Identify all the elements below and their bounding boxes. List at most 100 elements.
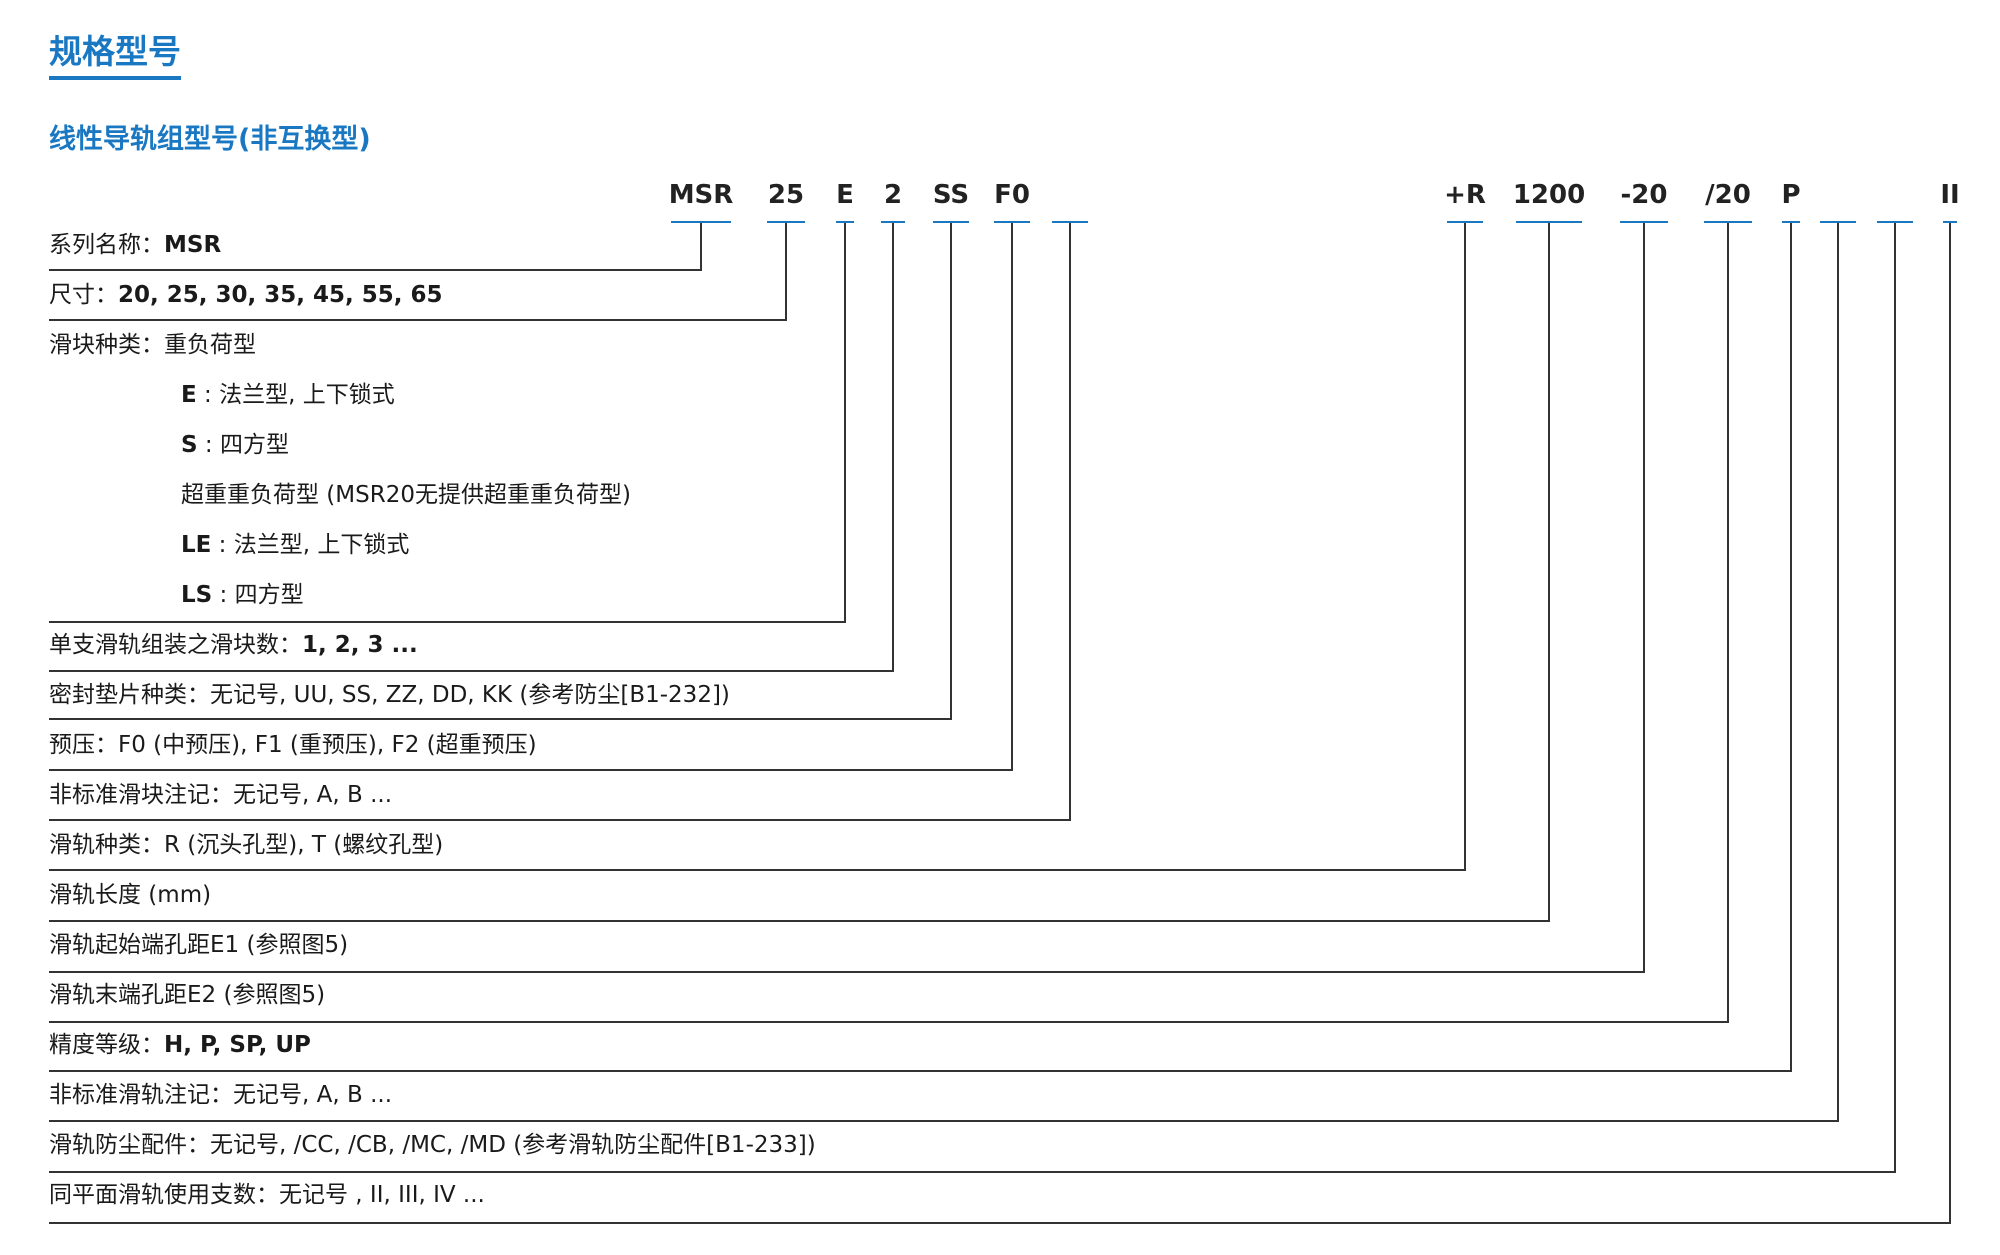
row-value: MSR: [164, 232, 222, 258]
leader-vertical: [892, 223, 894, 670]
row-value: R (沉头孔型), T (螺纹孔型): [164, 832, 444, 858]
row-label: 同平面滑轨使用支数：: [49, 1182, 279, 1208]
row-block-type-s: S : 四方型: [181, 428, 289, 462]
leader-horizontal: [49, 920, 1550, 922]
leader-vertical: [1894, 223, 1896, 1171]
row-precision: 精度等级：H, P, SP, UP: [49, 1028, 311, 1062]
row-rail-dust: 滑轨防尘配件：无记号, /CC, /CB, /MC, /MD (参考滑轨防尘配件…: [49, 1128, 816, 1162]
code-underline: [1447, 221, 1483, 223]
row-e1: 滑轨起始端孔距E1 (参照图5): [49, 928, 348, 962]
section-subtitle: 线性导轨组型号(非互换型): [49, 124, 371, 155]
row-value: : 法兰型, 上下锁式: [196, 382, 395, 408]
row-block-type-heavy: 超重重负荷型 (MSR20无提供超重重负荷型): [181, 478, 631, 512]
row-nonstd-block: 非标准滑块注记：无记号, A, B ...: [49, 778, 392, 812]
leader-horizontal: [49, 1070, 1792, 1072]
row-label: 滑块种类：: [49, 332, 164, 358]
leader-horizontal: [49, 1021, 1729, 1023]
row-value: 20, 25, 30, 35, 45, 55, 65: [118, 282, 443, 308]
leader-horizontal: [49, 670, 894, 672]
row-value: (MSR20无提供超重重负荷型): [319, 482, 631, 508]
code-underline: [1943, 221, 1957, 223]
code-underline: [1052, 221, 1088, 223]
leader-horizontal: [49, 869, 1466, 871]
code-underline: [671, 221, 731, 223]
code-underline: [1704, 221, 1752, 223]
row-series: 系列名称：MSR: [49, 228, 221, 262]
row-label: 滑轨末端孔距: [49, 982, 187, 1008]
code-underline: [994, 221, 1030, 223]
row-label: 滑轨起始端孔距: [49, 932, 210, 958]
row-label: 精度等级：: [49, 1032, 164, 1058]
leader-vertical: [1643, 223, 1645, 971]
row-value: 无记号, A, B ...: [233, 1082, 393, 1108]
row-label: 非标准滑块注记：: [49, 782, 233, 808]
code-underline: [933, 221, 969, 223]
row-block-type-ls: LS : 四方型: [181, 578, 304, 612]
row-preload: 预压：F0 (中预压), F1 (重预压), F2 (超重预压): [49, 728, 537, 762]
code-e1: -20: [1620, 180, 1668, 210]
leader-horizontal: [49, 269, 702, 271]
row-value: (mm): [141, 882, 212, 908]
code-preload: F0: [994, 180, 1030, 210]
leader-horizontal: [49, 971, 1645, 973]
leader-horizontal: [49, 1222, 1951, 1224]
code-size: 25: [767, 180, 805, 210]
leader-vertical: [785, 223, 787, 319]
leader-vertical: [700, 223, 702, 269]
code-underline: [1516, 221, 1582, 223]
code-block-type: E: [836, 180, 854, 210]
code-underline: [767, 221, 805, 223]
code-rail-type: +R: [1444, 180, 1486, 210]
code-series: MSR: [668, 180, 734, 210]
row-value: 无记号, /CC, /CB, /MC, /MD (参考滑轨防尘配件[B1-233…: [210, 1132, 816, 1158]
row-value: 无记号 , II, III, IV ...: [279, 1182, 485, 1208]
code-rail-length: 1200: [1512, 180, 1586, 210]
row-label: LE: [181, 532, 212, 558]
leader-horizontal: [49, 621, 846, 623]
row-value: 1, 2, 3 ...: [302, 632, 418, 658]
leader-vertical: [844, 223, 846, 621]
row-e2: 滑轨末端孔距E2 (参照图5): [49, 978, 325, 1012]
row-rail-count: 同平面滑轨使用支数：无记号 , II, III, IV ...: [49, 1178, 485, 1212]
row-value: H, P, SP, UP: [164, 1032, 311, 1058]
row-value: 无记号, A, B ...: [233, 782, 393, 808]
leader-vertical: [1790, 223, 1792, 1070]
row-rail-type: 滑轨种类：R (沉头孔型), T (螺纹孔型): [49, 828, 443, 862]
row-label: 非标准滑轨注记：: [49, 1082, 233, 1108]
row-block-type-e: E : 法兰型, 上下锁式: [181, 378, 395, 412]
leader-vertical: [1464, 223, 1466, 869]
leader-horizontal: [49, 819, 1071, 821]
row-label: 系列名称：: [49, 232, 164, 258]
row-value: 重负荷型: [164, 332, 256, 358]
row-label: S: [181, 432, 198, 458]
row-value: E1 (参照图5): [210, 932, 349, 958]
row-block-count: 单支滑轨组装之滑块数：1, 2, 3 ...: [49, 628, 418, 662]
row-label: 超重重负荷型: [181, 482, 319, 508]
row-value: : 四方型: [212, 582, 304, 608]
leader-vertical: [1727, 223, 1729, 1021]
code-e2: /20: [1705, 180, 1751, 210]
code-block-count: 2: [883, 180, 903, 210]
leader-horizontal: [49, 319, 787, 321]
row-value: E2 (参照图5): [187, 982, 326, 1008]
leader-vertical: [1069, 223, 1071, 819]
code-underline: [836, 221, 854, 223]
leader-vertical: [1949, 223, 1951, 1222]
leader-vertical: [950, 223, 952, 718]
code-precision: P: [1781, 180, 1801, 210]
row-label: 滑轨长度: [49, 882, 141, 908]
leader-vertical: [1548, 223, 1550, 920]
row-size: 尺寸：20, 25, 30, 35, 45, 55, 65: [49, 278, 443, 312]
leader-horizontal: [49, 718, 952, 720]
code-underline: [1620, 221, 1668, 223]
code-underline: [1820, 221, 1856, 223]
row-label: 滑轨防尘配件：: [49, 1132, 210, 1158]
row-value: 无记号, UU, SS, ZZ, DD, KK (参考防尘[B1-232]): [210, 682, 730, 708]
code-underline: [881, 221, 905, 223]
code-seal: SS: [932, 180, 970, 210]
leader-vertical: [1837, 223, 1839, 1120]
code-rail-count: II: [1940, 180, 1960, 210]
row-label: E: [181, 382, 197, 408]
page-title: 规格型号: [49, 28, 181, 80]
row-label: 滑轨种类：: [49, 832, 164, 858]
